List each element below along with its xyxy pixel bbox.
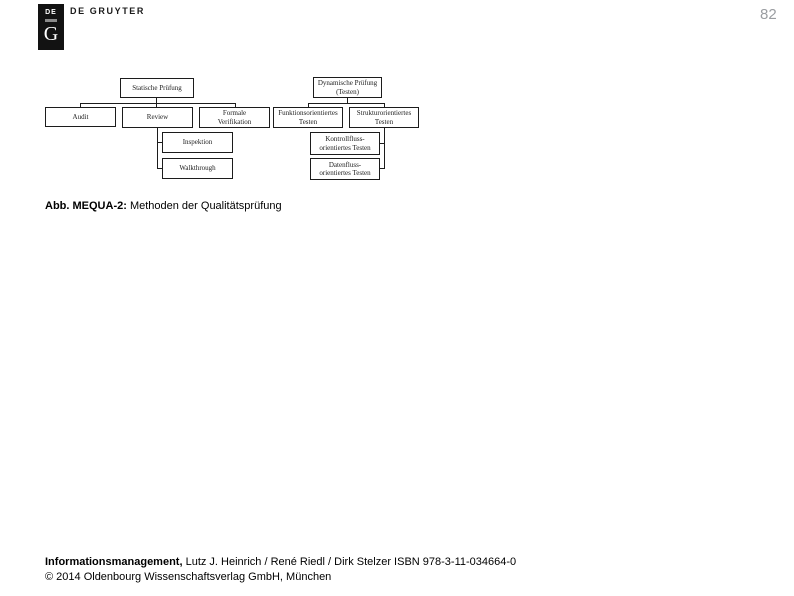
connector-elbow-inspektion: [157, 142, 162, 143]
logo-de-text: DE: [45, 9, 57, 16]
connector-drop-audit: [80, 103, 81, 107]
connector-dynamische-horizontal: [308, 103, 385, 104]
publisher-name: DE GRUYTER: [70, 6, 146, 16]
connector-statische-down: [156, 98, 157, 103]
node-statische-pruefung: Statische Prüfung: [120, 78, 194, 98]
connector-elbow-datenfluss: [380, 168, 384, 169]
connector-elbow-kontroll: [380, 143, 384, 144]
figure-caption-text: Methoden der Qualitätsprüfung: [126, 200, 282, 212]
connector-review-down: [157, 128, 158, 169]
node-dynamische-pruefung: Dynamische Prüfung (Testen): [313, 77, 382, 98]
connector-drop-review: [156, 103, 157, 107]
de-gruyter-logo-icon: DE G: [38, 4, 64, 50]
authors-isbn: Lutz J. Heinrich / René Riedl / Dirk Ste…: [182, 556, 517, 568]
node-inspektion: Inspektion: [162, 132, 233, 153]
node-walkthrough: Walkthrough: [162, 158, 233, 179]
book-title: Informationsmanagement,: [45, 556, 183, 568]
imprint-footer: Informationsmanagement, Lutz J. Heinrich…: [45, 555, 516, 584]
node-kontrollfluss: Kontrollfluss- orientiertes Testen: [310, 132, 380, 155]
connector-elbow-walkthrough: [157, 168, 162, 169]
node-review: Review: [122, 107, 193, 128]
imprint-line2: © 2014 Oldenbourg Wissenschaftsverlag Gm…: [45, 570, 332, 583]
node-audit: Audit: [45, 107, 116, 127]
figure-caption: Abb. MEQUA-2: Methoden der Qualitätsprüf…: [45, 200, 282, 212]
node-datenfluss: Datenfluss- orientiertes Testen: [310, 158, 380, 180]
node-strukturorientiertes: Strukturorientiertes Testen: [349, 107, 419, 128]
figure-caption-label: Abb. MEQUA-2:: [45, 200, 127, 212]
connector-struktur-down: [384, 128, 385, 169]
node-funktionsorientiertes: Funktionsorientiertes Testen: [273, 107, 343, 128]
node-formale-verifikation: Formale Verifikation: [199, 107, 270, 128]
page-number: 82: [760, 6, 777, 23]
connector-drop-formale: [235, 103, 236, 107]
connector-drop-struktur: [384, 103, 385, 107]
logo-divider: [45, 19, 57, 22]
connector-drop-funktions: [308, 103, 309, 107]
connector-dynamische-down: [347, 98, 348, 103]
connector-statische-horizontal: [80, 103, 236, 104]
imprint-line1: Informationsmanagement, Lutz J. Heinrich…: [45, 555, 516, 570]
logo-g-letter: G: [43, 23, 59, 45]
